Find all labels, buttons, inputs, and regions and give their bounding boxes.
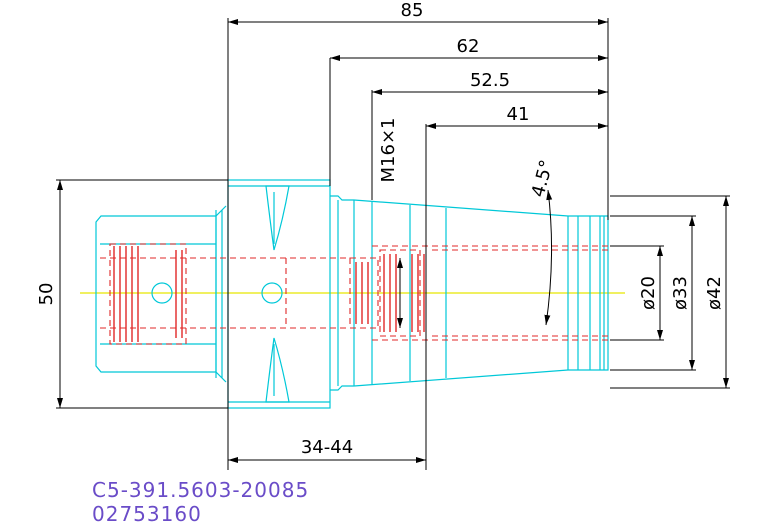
- part-number: C5-391.5603-20085: [92, 478, 310, 502]
- hidden-lines: [100, 243, 608, 345]
- dim-41: 41: [507, 104, 530, 125]
- article-number: 02753160: [92, 502, 202, 526]
- dim-angle: 4.5°: [528, 158, 558, 200]
- dimension-lines: [56, 18, 730, 470]
- dim-52-5: 52.5: [470, 70, 510, 91]
- dim-50: 50: [36, 283, 57, 306]
- dim-dia-20: ø20: [638, 276, 659, 310]
- holder-outline: [95, 179, 609, 409]
- dim-dia-33: ø33: [670, 276, 691, 310]
- dim-62: 62: [457, 36, 480, 57]
- collet-nut-hatch: [113, 246, 425, 342]
- dim-34-44: 34-44: [301, 437, 353, 458]
- dim-85: 85: [401, 0, 424, 21]
- dim-dia-42: ø42: [704, 276, 725, 310]
- dim-thread: M16×1: [378, 118, 399, 183]
